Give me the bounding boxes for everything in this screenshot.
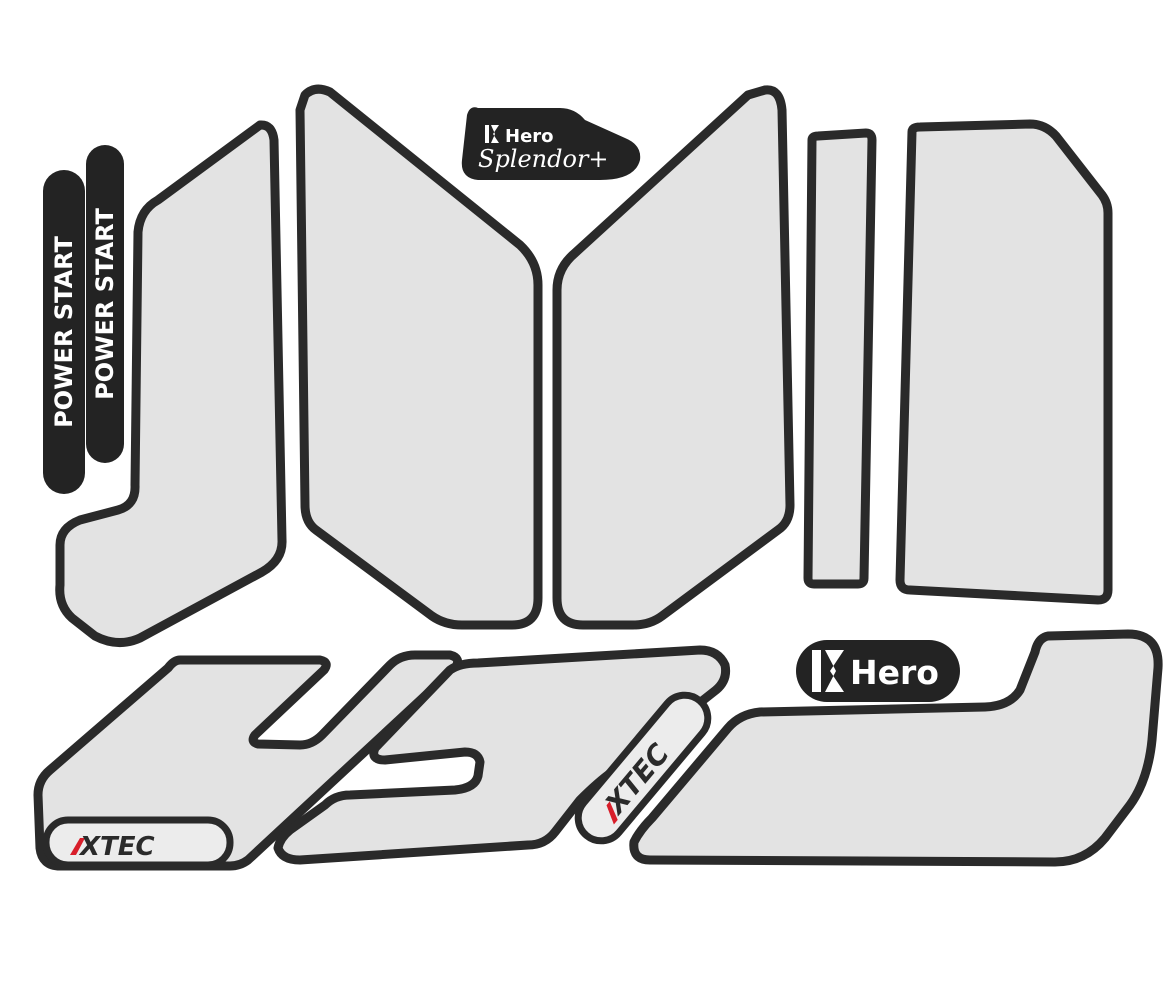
- hero-logo-icon: [812, 650, 844, 692]
- hero-badge: Hero: [796, 640, 960, 702]
- xtec-badge-left: XTEC: [42, 816, 234, 869]
- pad-lower-left-h: [33, 650, 463, 871]
- pad-center-right: [552, 85, 795, 630]
- xtec-text-left: XTEC: [78, 832, 155, 862]
- hero-logo-icon: [485, 125, 499, 143]
- xtec-accent-left: [70, 838, 85, 855]
- hero-splendor-badge: Hero Splendor+: [461, 107, 641, 180]
- pad-lower-middle: [273, 645, 731, 865]
- pad-center-left: [295, 84, 543, 630]
- hero-badge-text: Hero: [850, 653, 939, 692]
- splendor-model-text: Splendor+: [478, 145, 609, 173]
- pad-left-side: [55, 120, 287, 647]
- pad-lower-right: [629, 629, 1163, 867]
- power-start-text-1: POWER START: [50, 235, 78, 427]
- pad-narrow-strip: [803, 128, 877, 589]
- power-start-badge-1: POWER START: [43, 170, 85, 494]
- power-start-badge-2: POWER START: [86, 145, 124, 463]
- power-start-text-2: POWER START: [91, 207, 119, 399]
- hero-splendor-brand-text: Hero: [505, 126, 554, 147]
- pad-right-panel: [895, 119, 1113, 605]
- xtec-accent-middle: [606, 801, 618, 825]
